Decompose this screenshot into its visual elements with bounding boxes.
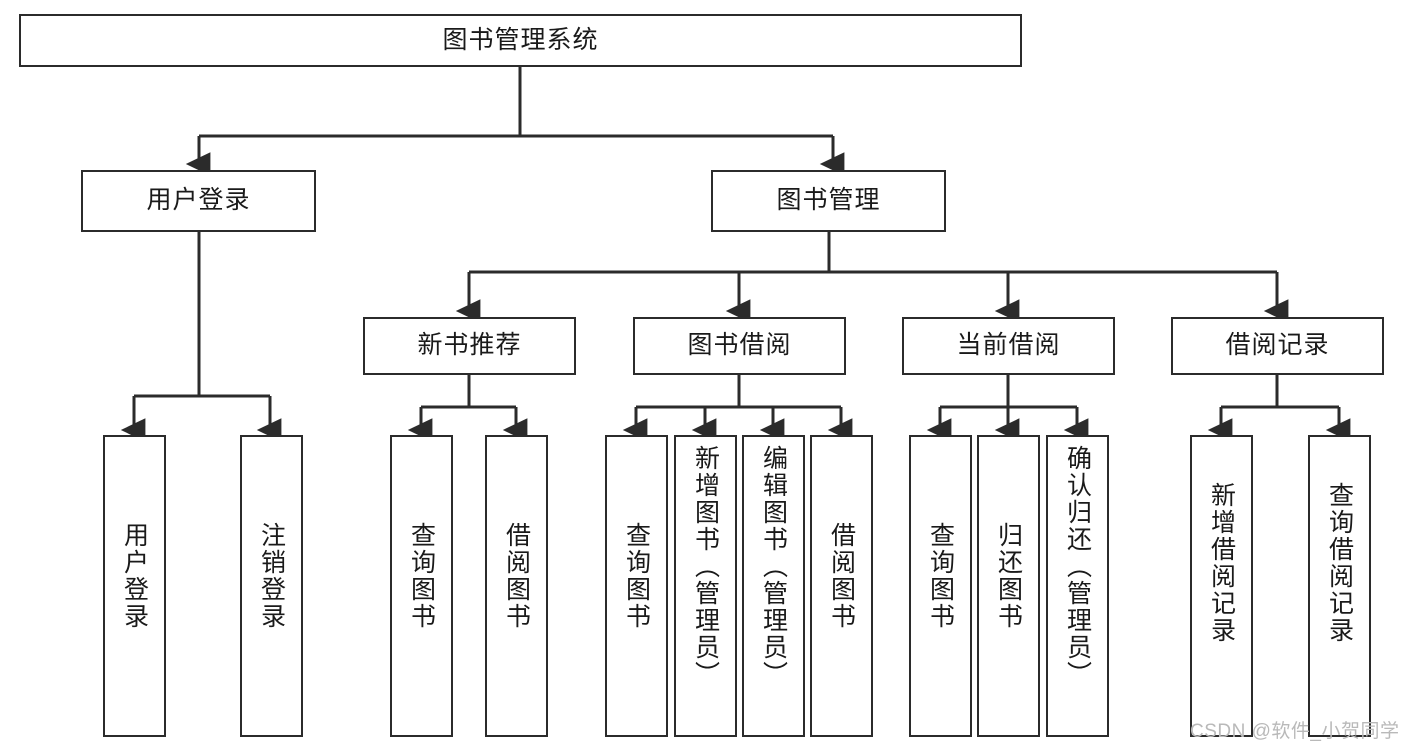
node-label: 确认归还（管理员） (1063, 445, 1092, 688)
node-label: 查询借阅记录 (1325, 482, 1354, 644)
node-label: 查询图书 (926, 522, 955, 630)
node-label: 注销登录 (257, 522, 286, 630)
node-label: 用户登录 (146, 186, 251, 215)
node-current-borrow[interactable]: 当前借阅 (902, 317, 1115, 375)
node-root-book-management-system[interactable]: 图书管理系统 (19, 14, 1022, 67)
leaf-book-borrow-2[interactable]: 新增图书（管理员） (674, 435, 737, 737)
node-label: 新书推荐 (417, 331, 522, 360)
node-new-book-recommend[interactable]: 新书推荐 (363, 317, 576, 375)
node-label: 图书借阅 (687, 331, 792, 360)
leaf-borrow-record-2[interactable]: 查询借阅记录 (1308, 435, 1371, 737)
leaf-current-borrow-3[interactable]: 确认归还（管理员） (1046, 435, 1109, 737)
node-label: 归还图书 (994, 522, 1023, 630)
node-label: 借阅记录 (1225, 331, 1330, 360)
node-label: 查询图书 (407, 522, 436, 630)
leaf-new-book-2[interactable]: 借阅图书 (485, 435, 548, 737)
leaf-current-borrow-2[interactable]: 归还图书 (977, 435, 1040, 737)
node-label: 查询图书 (622, 522, 651, 630)
node-label: 新增图书（管理员） (691, 445, 720, 688)
leaf-new-book-1[interactable]: 查询图书 (390, 435, 453, 737)
leaf-current-borrow-1[interactable]: 查询图书 (909, 435, 972, 737)
node-label: 新增借阅记录 (1207, 482, 1236, 644)
node-user-login[interactable]: 用户登录 (81, 170, 316, 232)
leaf-book-borrow-4[interactable]: 借阅图书 (810, 435, 873, 737)
leaf-book-borrow-3[interactable]: 编辑图书（管理员） (742, 435, 805, 737)
node-label: 编辑图书（管理员） (759, 445, 788, 688)
node-label: 借阅图书 (502, 522, 531, 630)
node-label: 用户登录 (120, 522, 149, 630)
watermark-text: CSDN @软件_小贺同学 (1190, 721, 1400, 742)
node-label: 图书管理系统 (442, 25, 599, 54)
node-borrow-record[interactable]: 借阅记录 (1171, 317, 1384, 375)
leaf-borrow-record-1[interactable]: 新增借阅记录 (1190, 435, 1253, 737)
leaf-user-login-1[interactable]: 用户登录 (103, 435, 166, 737)
node-book-management[interactable]: 图书管理 (711, 170, 946, 232)
leaf-user-login-2[interactable]: 注销登录 (240, 435, 303, 737)
node-book-borrow[interactable]: 图书借阅 (633, 317, 846, 375)
node-label: 当前借阅 (956, 331, 1061, 360)
node-label: 借阅图书 (827, 522, 856, 630)
leaf-book-borrow-1[interactable]: 查询图书 (605, 435, 668, 737)
node-label: 图书管理 (776, 186, 881, 215)
